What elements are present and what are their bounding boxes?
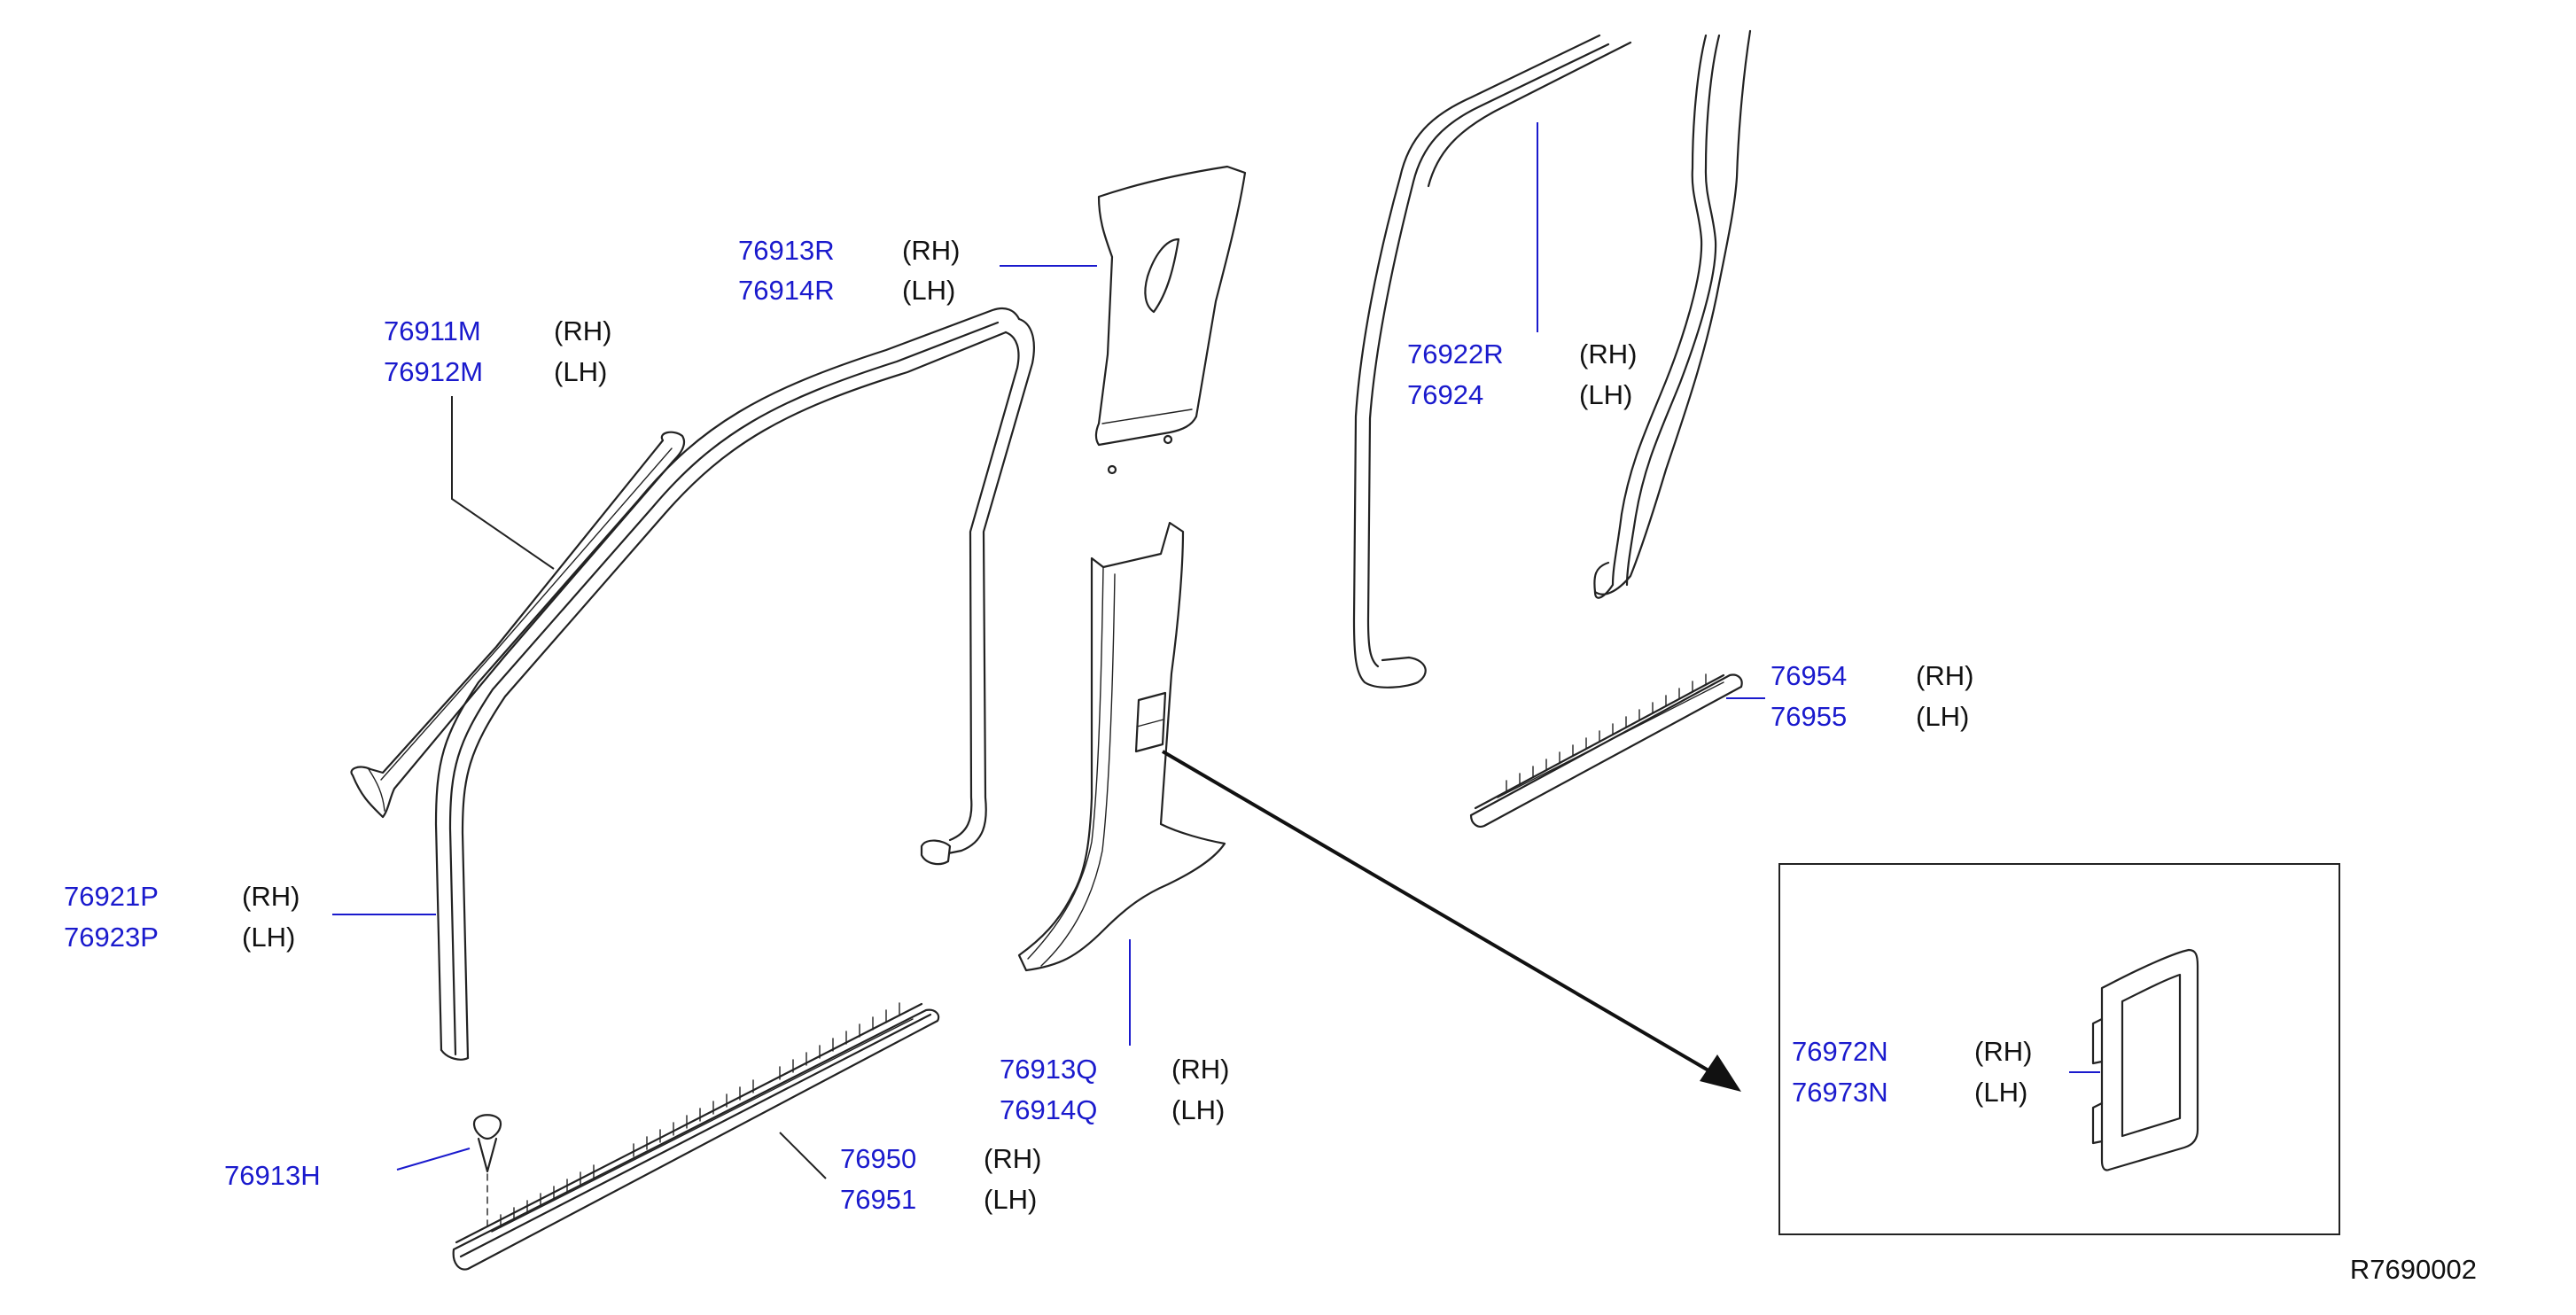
part-number[interactable]: 76951 <box>840 1184 916 1215</box>
part-number[interactable]: 76911M <box>384 315 481 346</box>
part-number[interactable]: 76922R <box>1407 338 1504 370</box>
side-label: (RH) <box>554 315 611 346</box>
part-number[interactable]: 76973N <box>1792 1077 1888 1108</box>
side-label: (LH) <box>1974 1077 2027 1108</box>
side-label: (LH) <box>1171 1094 1225 1125</box>
part-number[interactable]: 76921P <box>64 881 159 912</box>
part-number[interactable]: 76955 <box>1771 701 1847 732</box>
part-number[interactable]: 76950 <box>840 1143 916 1174</box>
callout-76913H: 76913H <box>224 1160 321 1191</box>
side-label: (LH) <box>554 356 607 387</box>
callout-76913Q: 76913Q (RH) 76914Q (LH) <box>1000 1054 1229 1125</box>
part-number[interactable]: 76914R <box>738 275 835 306</box>
callout-76913R: 76913R (RH) 76914R (LH) <box>738 235 960 306</box>
part-number[interactable]: 76914Q <box>1000 1094 1097 1125</box>
side-label: (RH) <box>984 1143 1041 1174</box>
part-number[interactable]: 76972N <box>1792 1036 1888 1067</box>
lower-b-pillar-garnish <box>1017 521 1226 972</box>
callout-76921P: 76921P (RH) 76923P (LH) <box>64 881 300 953</box>
clip <box>472 1114 502 1228</box>
leader-lines <box>332 122 2100 1179</box>
side-label: (RH) <box>902 235 960 266</box>
callout-76954: 76954 (RH) 76955 (LH) <box>1771 660 1973 732</box>
diagram-reference: R7690002 <box>2350 1254 2477 1285</box>
part-number[interactable]: 76924 <box>1407 379 1483 410</box>
side-label: (RH) <box>1579 338 1637 370</box>
part-number[interactable]: 76913R <box>738 235 835 266</box>
part-number[interactable]: 76923P <box>64 922 159 953</box>
side-label: (LH) <box>902 275 955 306</box>
side-label: (RH) <box>242 881 300 912</box>
side-label: (RH) <box>1974 1036 2032 1067</box>
part-number[interactable]: 76913H <box>224 1160 321 1191</box>
front-door-welt <box>434 307 1035 1061</box>
a-pillar-garnish <box>350 431 686 819</box>
callout-76950: 76950 (RH) 76951 (LH) <box>840 1143 1041 1215</box>
upper-b-pillar-garnish <box>1094 165 1247 475</box>
inset-trim-pad <box>2091 948 2199 1171</box>
part-number[interactable]: 76912M <box>384 356 483 387</box>
front-kicking-plate <box>452 1002 940 1271</box>
callout-76972N: 76972N (RH) 76973N (LH) <box>1792 1036 2032 1108</box>
callout-76911M: 76911M (RH) 76912M (LH) <box>384 315 611 387</box>
side-label: (LH) <box>1916 701 1969 732</box>
callout-76922R: 76922R (RH) 76924 (LH) <box>1407 338 1637 410</box>
detail-inset-box <box>1778 863 2340 1235</box>
part-number[interactable]: 76954 <box>1771 660 1847 691</box>
side-label: (LH) <box>984 1184 1037 1215</box>
rear-door-welt <box>1352 29 1752 689</box>
detail-arrow <box>1161 750 1741 1092</box>
side-label: (LH) <box>242 922 295 953</box>
part-number[interactable]: 76913Q <box>1000 1054 1097 1085</box>
rear-kicking-plate <box>1469 673 1743 828</box>
side-label: (LH) <box>1579 379 1632 410</box>
side-label: (RH) <box>1916 660 1973 691</box>
side-label: (RH) <box>1171 1054 1229 1085</box>
